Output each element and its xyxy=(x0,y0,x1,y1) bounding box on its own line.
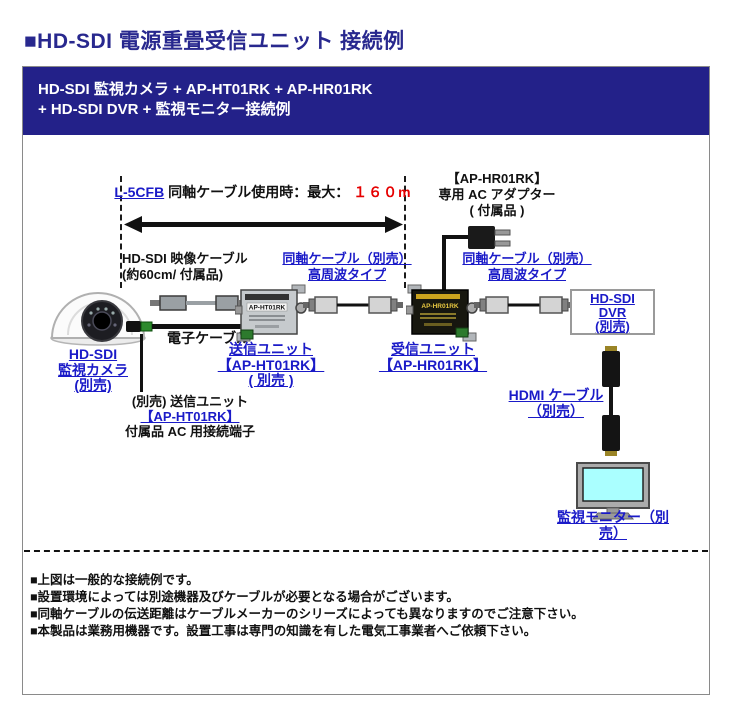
receiver-unit-icon: AP-HR01RK xyxy=(406,284,478,342)
transmitter-label[interactable]: 送信ユニット 【AP-HT01RK】 ( 別売 ) xyxy=(217,341,325,388)
max-distance-caption: L-5CFB 同軸ケーブル使用時：最大： １６０m xyxy=(114,182,411,202)
terminal-pointer-line xyxy=(140,334,143,392)
note-line: ■上図は一般的な接続例です。 xyxy=(30,573,199,587)
distance-marker-right xyxy=(404,176,406,288)
ac-plug-icon xyxy=(442,226,511,292)
diagram-frame xyxy=(22,66,710,695)
distance-marker-left xyxy=(120,176,122,288)
monitor-icon xyxy=(576,462,650,520)
notes-separator xyxy=(24,550,708,552)
surveillance-camera-icon xyxy=(50,292,146,346)
dvr-box[interactable]: HD-SDI DVR (別売) xyxy=(570,289,655,335)
coax-cable-right-icon xyxy=(474,296,574,314)
note-line: ■同軸ケーブルの伝送距離はケーブルメーカーのシリーズによっても異なりますのでご注… xyxy=(30,607,584,621)
video-cable-label: HD-SDI 映像ケーブル (約60cm/ 付属品) xyxy=(122,251,248,282)
transmitter-terminal-label: (別売) 送信ユニット 【AP-HT01RK】 付属品 AC 用接続端子 xyxy=(124,394,256,439)
monitor-label[interactable]: 監視モニター（別売） xyxy=(557,509,669,541)
note-line: ■本製品は業務用機器です。設置工事は専門の知識を有した電気工事業者へご依頼下さい… xyxy=(30,624,537,638)
hdsdi-video-cable-icon xyxy=(150,295,245,311)
transmitter-model-text: AP-HT01RK xyxy=(249,305,286,312)
receiver-model-text: AP-HR01RK xyxy=(421,303,459,310)
header-line2: + HD-SDI DVR + 監視モニター接続例 xyxy=(38,101,291,118)
power-cable-icon xyxy=(126,321,244,332)
header-bar: HD-SDI 監視カメラ + AP-HT01RK + AP-HR01RK + H… xyxy=(23,67,709,135)
coax-cable-right-label[interactable]: 同軸ケーブル（別売） 高周波タイプ xyxy=(462,251,592,282)
hdmi-cable-label[interactable]: HDMI ケーブル （別売） xyxy=(508,387,604,419)
receiver-label[interactable]: 受信ユニット 【AP-HR01RK】 xyxy=(378,341,488,373)
page-title: ■HD-SDI 電源重畳受信ユニット 接続例 xyxy=(24,30,405,53)
header-line1: HD-SDI 監視カメラ + AP-HT01RK + AP-HR01RK xyxy=(38,81,373,98)
power-cable-label: 電子ケーブル xyxy=(167,330,251,346)
camera-label[interactable]: HD-SDI 監視カメラ (別売) xyxy=(58,346,128,393)
notes-block: ■上図は一般的な接続例です。 ■設置環境によっては別途機器及びケーブルが必要とな… xyxy=(30,572,584,640)
coax-cable-left-label[interactable]: 同軸ケーブル（別売） 高周波タイプ xyxy=(282,251,412,282)
transmitter-unit-icon: AP-HT01RK xyxy=(235,284,307,342)
coax-cable-left-icon xyxy=(303,296,403,314)
ac-adapter-label: 【AP-HR01RK】 専用 AC アダプター ( 付属品 ) xyxy=(438,171,556,218)
hdmi-cable-icon xyxy=(602,346,620,456)
max-distance-value: １６０m xyxy=(353,184,412,200)
distance-arrow xyxy=(124,216,403,233)
cable-type-link[interactable]: L-5CFB xyxy=(114,184,165,200)
note-line: ■設置環境によっては別途機器及びケーブルが必要となる場合がございます。 xyxy=(30,590,459,604)
max-distance-text: 同軸ケーブル使用時：最大： xyxy=(168,184,350,200)
